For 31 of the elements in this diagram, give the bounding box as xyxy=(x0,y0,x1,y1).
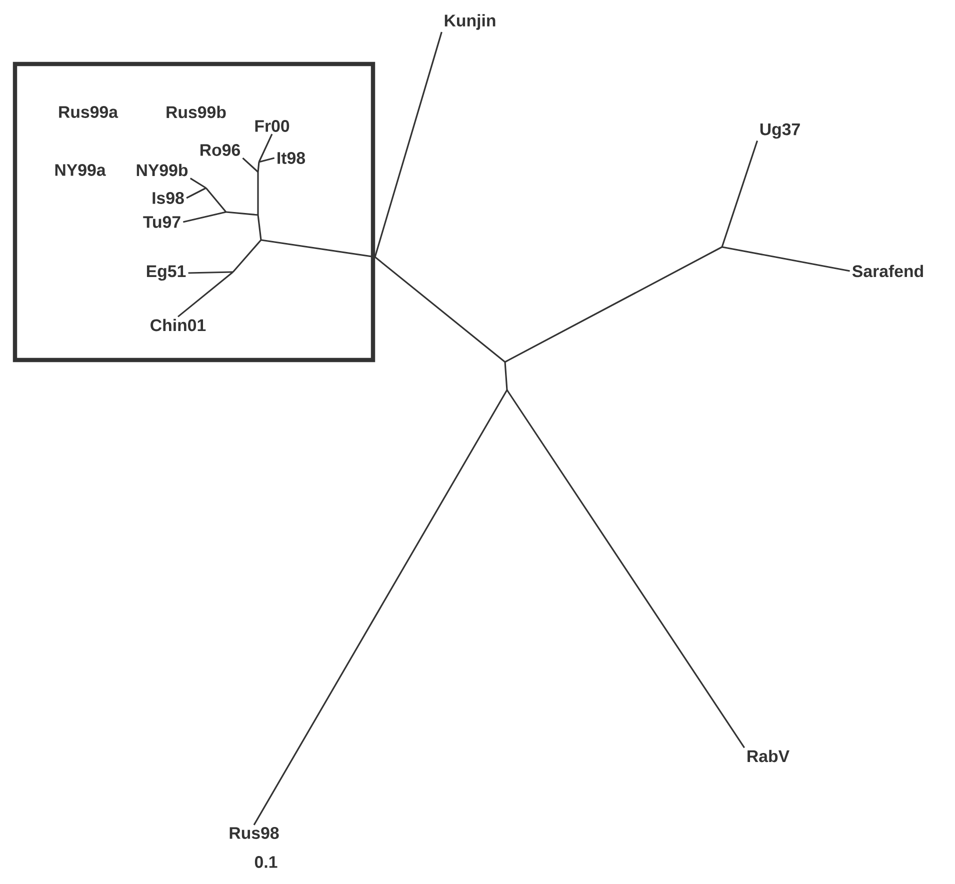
leaf-label: Tu97 xyxy=(143,216,180,228)
branch-line xyxy=(258,157,275,163)
leaf-label: It98 xyxy=(278,152,306,164)
branch-line xyxy=(253,390,508,826)
leaf-label: Ro96 xyxy=(200,144,240,156)
leaf-label: Rus98 xyxy=(230,827,279,839)
branch-line xyxy=(190,178,206,189)
branch-line xyxy=(722,246,850,272)
branch-line xyxy=(721,140,758,248)
strain-label: Rus99a xyxy=(59,106,118,118)
leaf-label: Is98 xyxy=(152,192,184,204)
highlight-frame xyxy=(12,62,376,362)
leaf-label: RabV xyxy=(748,750,790,762)
strain-label: Rus99b xyxy=(166,106,226,118)
branch-line xyxy=(178,271,234,318)
scale-label: 0.1 xyxy=(254,856,278,868)
branch-line xyxy=(188,271,234,274)
leaf-label: Kunjin xyxy=(444,14,496,30)
branch-line xyxy=(374,32,442,258)
branch-line xyxy=(506,390,745,748)
strain-label: NY99a xyxy=(55,164,106,176)
leaf-label: Chin01 xyxy=(150,318,206,332)
leaf-label: Eg51 xyxy=(146,265,186,281)
branch-line xyxy=(242,158,259,173)
branch-line xyxy=(258,134,273,162)
leaf-label: Sarafend xyxy=(852,264,923,278)
branch-line xyxy=(186,187,206,199)
branch-line xyxy=(183,211,226,223)
leaf-label: Fr00 xyxy=(255,120,290,132)
leaf-label: Ug37 xyxy=(760,123,800,139)
leaf-label: NY99b xyxy=(136,164,188,176)
